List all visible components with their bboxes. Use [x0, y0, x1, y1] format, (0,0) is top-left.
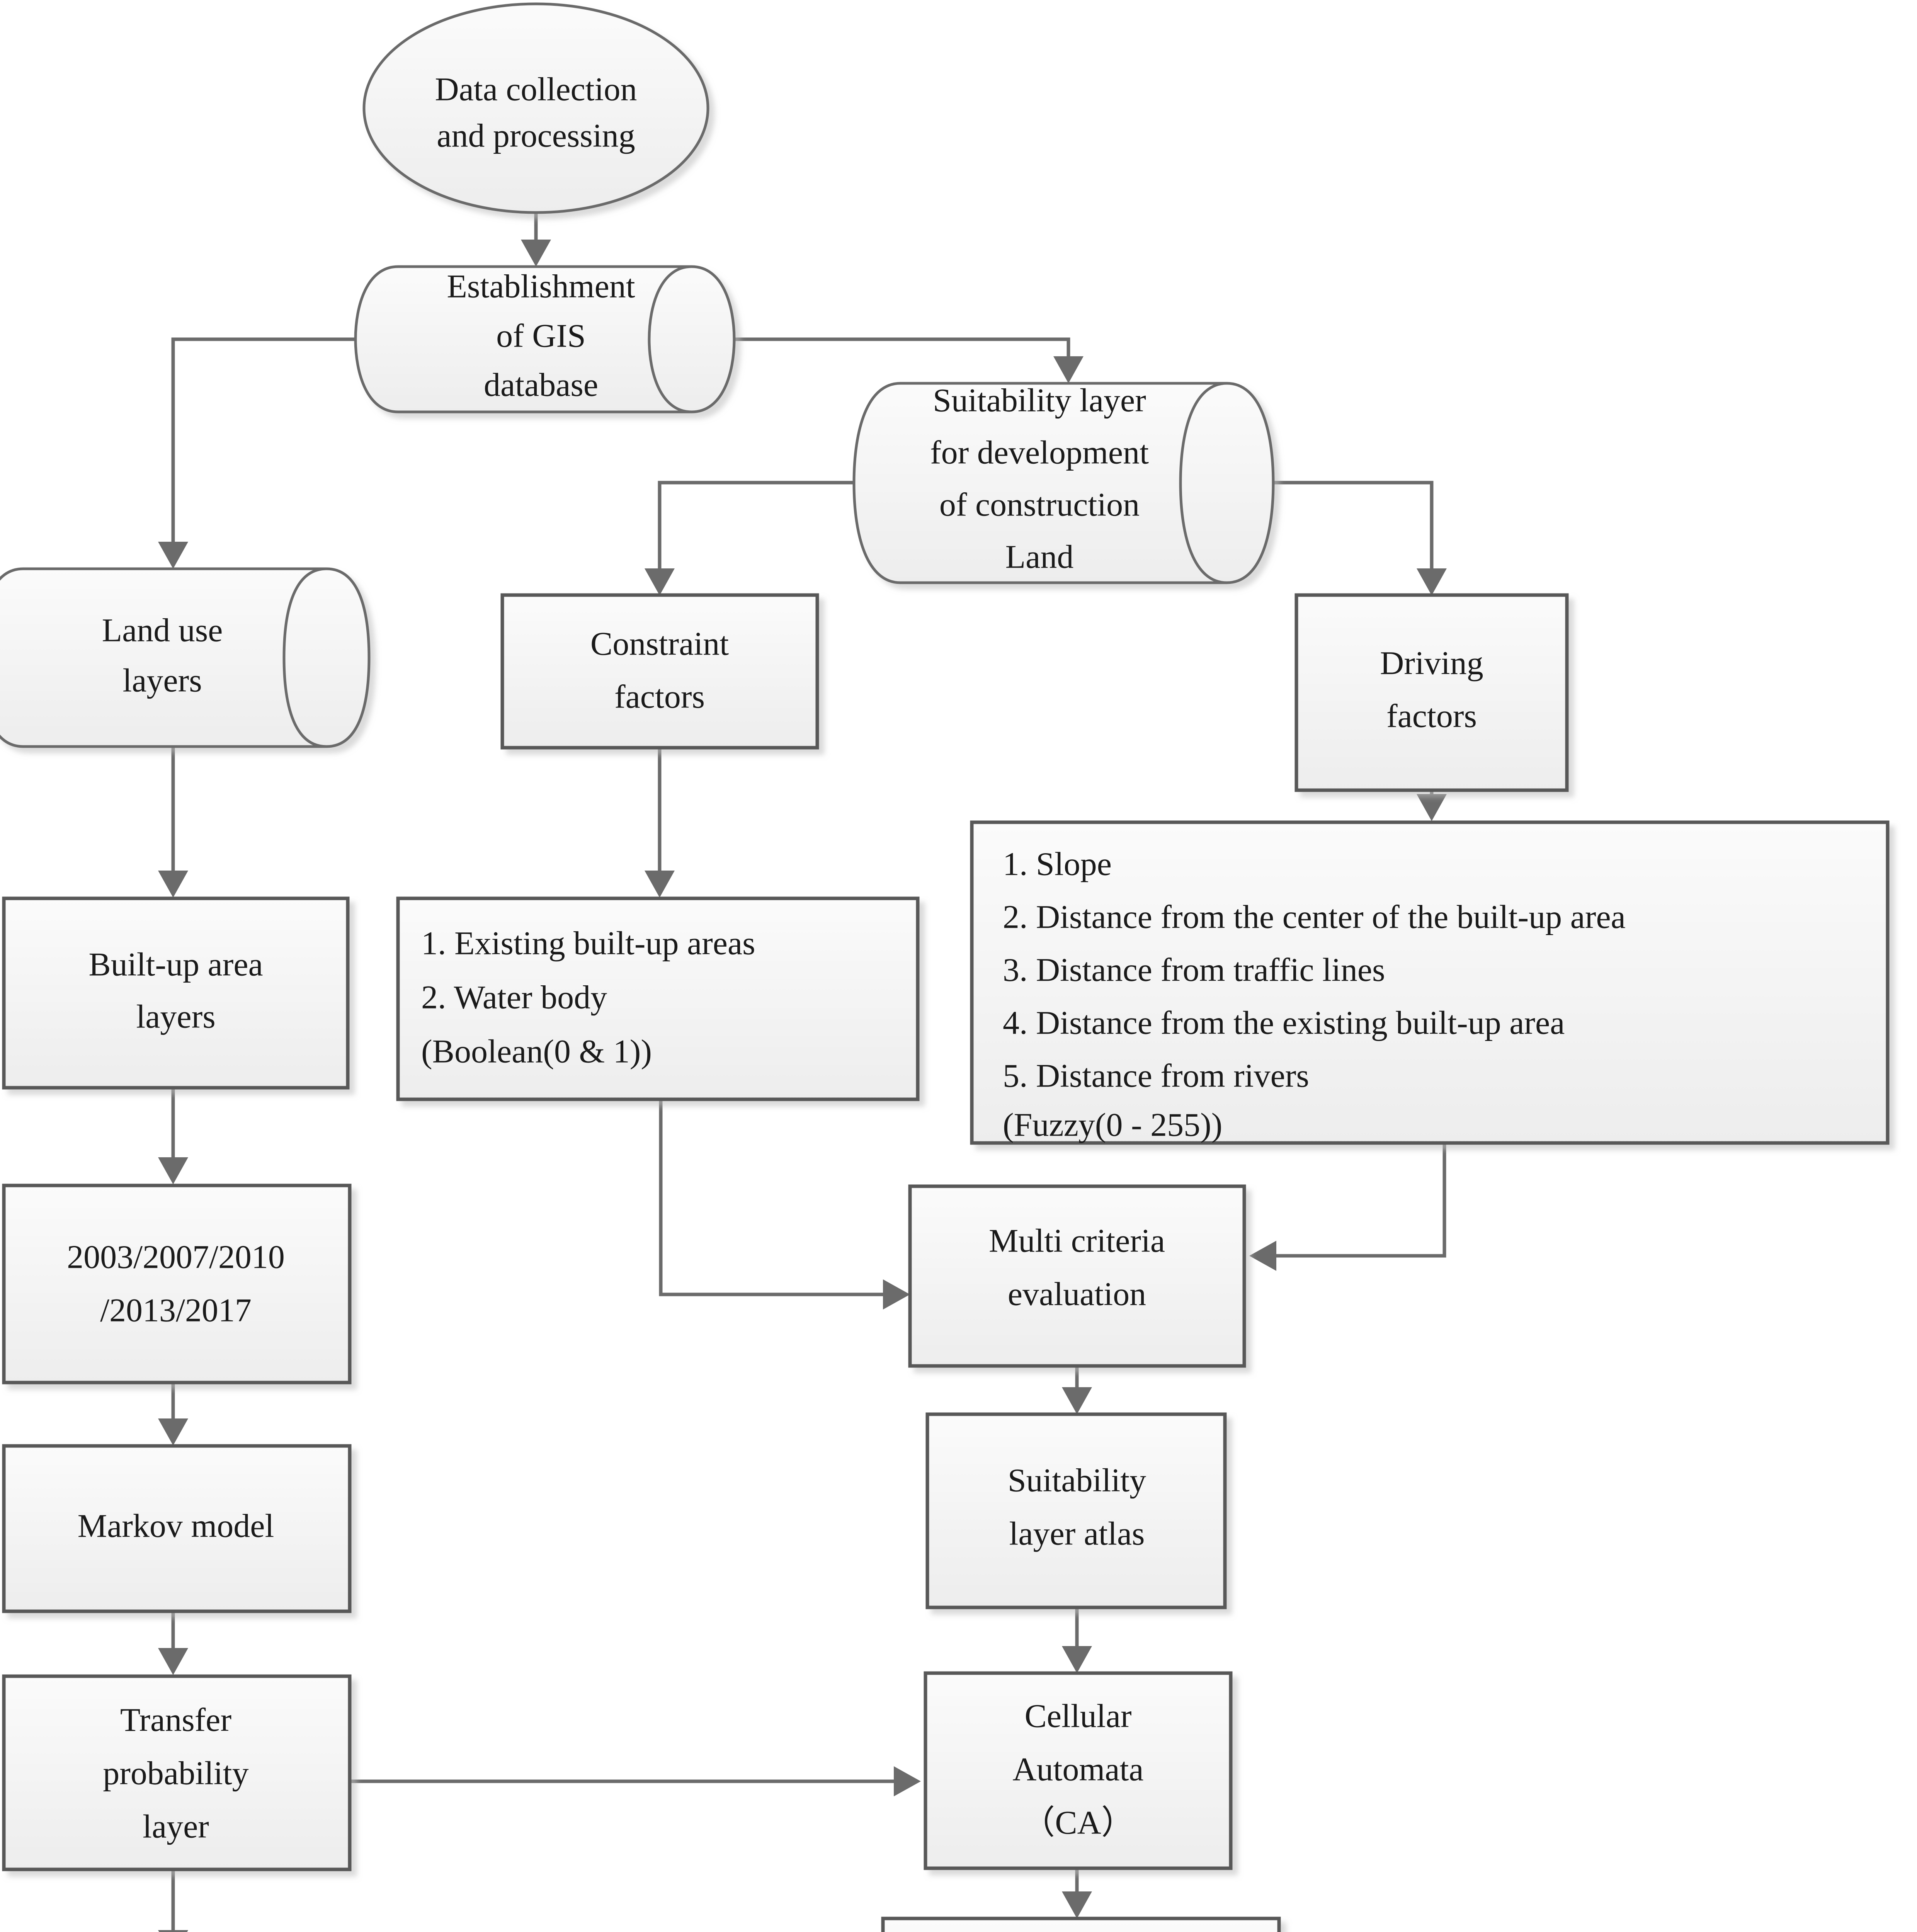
land-use-layers-line2: layers [122, 662, 202, 699]
node-constraint-factors[interactable]: Constraint factors [500, 593, 819, 750]
node-multi-criteria-evaluation[interactable]: Multi criteria evaluation [908, 1184, 1246, 1368]
edge-suitability-source-to-driving-factors [1260, 481, 1447, 595]
gis-database-line2: of GIS [496, 317, 586, 354]
built-up-layers-line2: layers [136, 998, 215, 1035]
node-suitability-layer-source[interactable]: Suitability layer for development of con… [852, 382, 1275, 584]
mce-line1: Multi criteria [989, 1222, 1165, 1259]
constraint-list-line2: 2. Water body [421, 979, 607, 1016]
node-constraint-factor-list[interactable]: 1. Existing built-up areas 2. Water body… [396, 896, 920, 1101]
years-line1: 2003/2007/2010 [67, 1238, 285, 1276]
node-built-up-area-layers[interactable]: Built-up area layers [2, 896, 350, 1090]
edge-transfer-to-model-validation [158, 1869, 188, 1932]
constraint-factors-line1: Constraint [590, 625, 729, 662]
node-markov-model[interactable]: Markov model [2, 1444, 352, 1613]
suitability-source-line3: of construction [939, 486, 1140, 523]
data-collection-line2: and processing [437, 117, 635, 154]
transfer-line1: Transfer [120, 1701, 231, 1738]
built-up-layers-line1: Built-up area [88, 946, 263, 983]
node-transfer-probability-layer[interactable]: Transfer probability layer [2, 1674, 352, 1871]
cellular-automata-line2: Automata [1012, 1751, 1143, 1788]
edge-driving-factors-to-list [1417, 790, 1447, 821]
edge-markov-to-transfer [158, 1612, 188, 1675]
node-suitability-layer-atlas[interactable]: Suitability layer atlas [925, 1412, 1227, 1609]
node-years[interactable]: 2003/2007/2010 /2013/2017 [2, 1184, 352, 1384]
node-driving-factor-list[interactable]: 1. Slope 2. Distance from the center of … [970, 820, 1890, 1145]
driving-list-line6: (Fuzzy(0 - 255)) [1003, 1106, 1222, 1143]
edge-transfer-to-cellular-automata [348, 1766, 921, 1796]
suitability-source-line1: Suitability layer [933, 382, 1146, 419]
edge-mce-to-atlas [1062, 1367, 1092, 1414]
suitability-source-line4: Land [1005, 538, 1074, 575]
edge-constraint-list-to-mce [659, 1100, 910, 1310]
atlas-line2: layer atlas [1009, 1515, 1145, 1552]
driving-list-line1: 1. Slope [1003, 845, 1112, 883]
cellular-automata-line1: Cellular [1024, 1697, 1131, 1735]
driving-list-line4: 4. Distance from the existing built-up a… [1003, 1004, 1565, 1041]
driving-factors-line1: Driving [1380, 645, 1483, 682]
edge-gis-database-to-suitability-source [717, 337, 1084, 383]
edge-constraint-factors-to-list [645, 748, 675, 898]
suitability-source-line2: for development [930, 434, 1149, 471]
atlas-line1: Suitability [1008, 1462, 1146, 1499]
gis-database-line1: Establishment [447, 268, 635, 305]
constraint-factors-line2: factors [614, 678, 705, 715]
node-driving-factors[interactable]: Driving factors [1294, 593, 1569, 792]
edge-driving-list-to-mce [1249, 1143, 1446, 1271]
edge-built-up-layers-to-years [158, 1087, 188, 1184]
markov-model-line1: Markov model [78, 1507, 274, 1544]
transfer-line2: probability [103, 1755, 248, 1792]
years-line2: /2013/2017 [100, 1292, 252, 1329]
node-predicted-built-up-area[interactable]: Predicted built- up area [881, 1917, 1281, 1932]
edge-suitability-source-to-constraint-factors [645, 481, 871, 595]
edge-land-use-to-built-up-layers [158, 747, 188, 898]
constraint-list-line3: (Boolean(0 & 1)) [421, 1033, 652, 1070]
connector-layer [158, 205, 1447, 1932]
edge-cellular-automata-to-predicted [1062, 1868, 1092, 1918]
node-data-collection[interactable]: Data collection and processing [362, 2, 709, 214]
land-use-layers-line1: Land use [102, 612, 223, 649]
node-gis-database[interactable]: Establishment of GIS database [354, 265, 736, 413]
driving-list-line5: 5. Distance from rivers [1003, 1057, 1309, 1094]
edge-atlas-to-cellular-automata [1062, 1608, 1092, 1673]
node-land-use-layers[interactable]: Land use layers [0, 567, 371, 748]
edge-data-collection-to-gis-database [521, 205, 551, 267]
edge-years-to-markov [158, 1383, 188, 1446]
transfer-line3: layer [143, 1808, 209, 1845]
gis-database-line3: database [484, 366, 598, 403]
cellular-automata-line3: （CA） [1022, 1804, 1134, 1841]
driving-factors-line2: factors [1386, 697, 1477, 735]
data-collection-line1: Data collection [435, 71, 637, 108]
mce-line2: evaluation [1008, 1276, 1146, 1313]
driving-list-line2: 2. Distance from the center of the built… [1003, 898, 1626, 935]
driving-list-line3: 3. Distance from traffic lines [1003, 951, 1385, 988]
constraint-list-line1: 1. Existing built-up areas [421, 925, 755, 962]
node-cellular-automata[interactable]: Cellular Automata （CA） [924, 1671, 1233, 1870]
edge-gis-database-to-land-use-layers [158, 337, 373, 569]
